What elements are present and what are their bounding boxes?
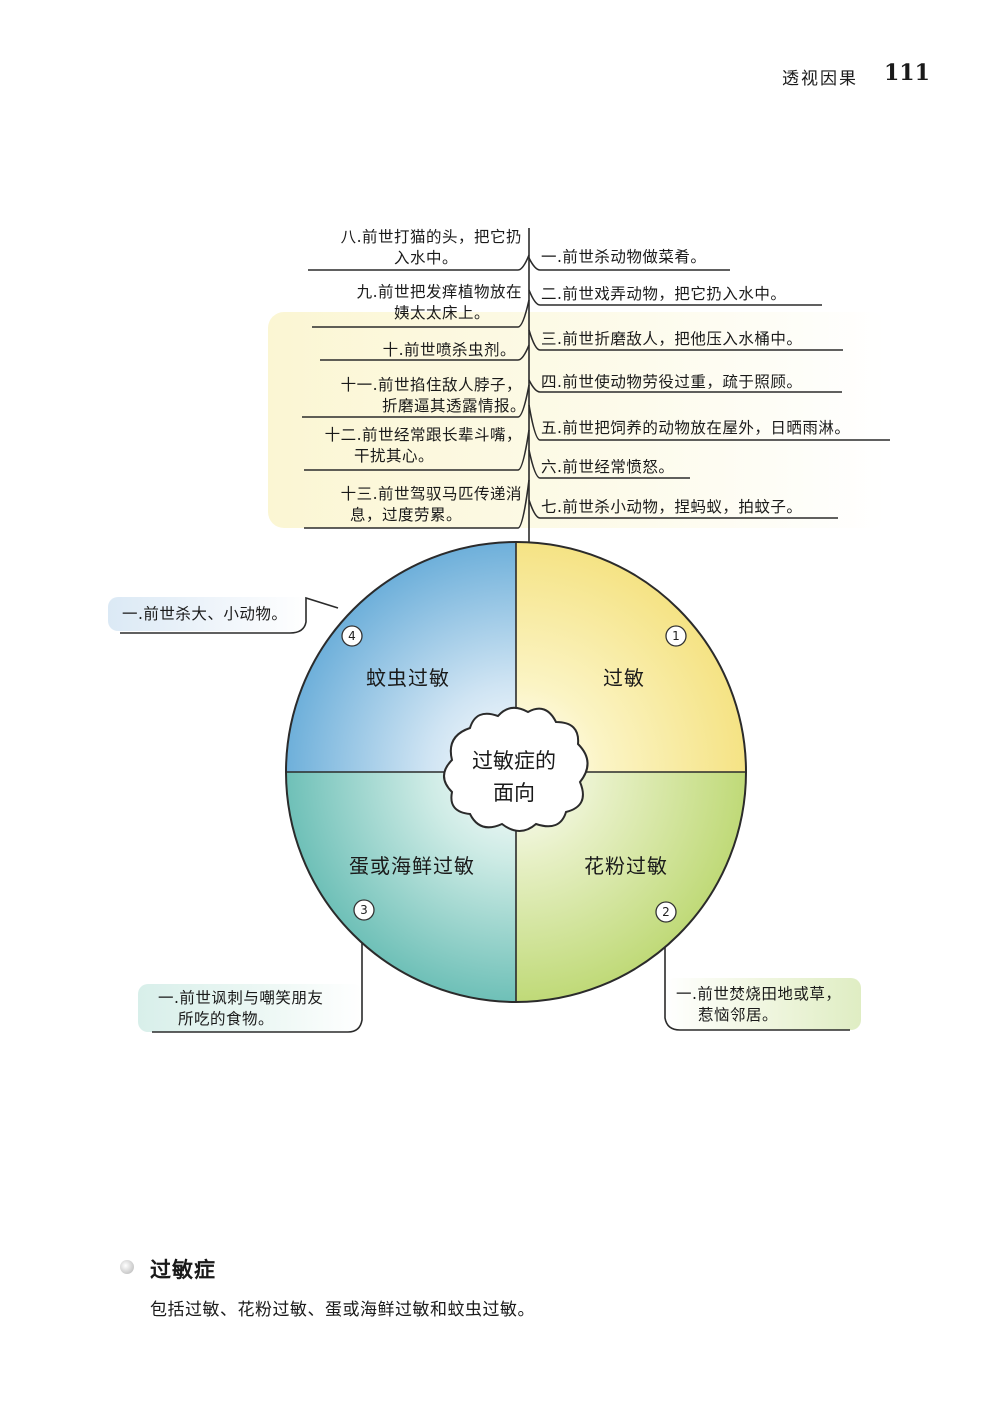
cause-left-13: 十三.前世驾驭马匹传递消 息，过度劳累。 <box>341 484 522 526</box>
cause-left-9: 九.前世把发痒植物放在 姨太太床上。 <box>357 282 522 324</box>
quadrant-1-sector <box>516 542 746 772</box>
quadrant-4-number: 4 <box>348 629 356 643</box>
cause-left-13-line1: 十三.前世驾驭马匹传递消 <box>340 485 522 503</box>
note-2-line1: 一.前世焚烧田地或草， <box>676 985 842 1003</box>
center-title-line1: 过敏症的 <box>472 749 556 773</box>
number-badges <box>341 625 687 923</box>
term-title: 过敏症 <box>150 1257 216 1282</box>
cause-right-2: 二.前世戏弄动物，把它扔入水中。 <box>541 285 787 303</box>
quadrant-3-label: 蛋或海鲜过敏 <box>349 854 475 878</box>
term-definition: 包括过敏、花粉过敏、蛋或海鲜过敏和蚊虫过敏。 <box>150 1300 535 1320</box>
cause-right-4: 四.前世使动物劳役过重，疏于照顾。 <box>541 373 803 391</box>
cause-left-12-line1: 十二.前世经常跟长辈斗嘴， <box>324 426 522 444</box>
page-number: 111 <box>884 60 930 86</box>
note-3-line1: 一.前世讽刺与嘲笑朋友 <box>158 989 324 1007</box>
quadrant-2-label: 花粉过敏 <box>584 854 668 878</box>
cause-right-6: 六.前世经常愤怒。 <box>541 458 675 476</box>
center-title-line2: 面向 <box>493 781 535 805</box>
cause-left-10: 十.前世喷杀虫剂。 <box>383 340 516 361</box>
cause-left-8-line1: 八.前世打猫的头，把它扔 <box>340 228 522 246</box>
connector-lines <box>120 228 890 1033</box>
center-cloud <box>443 706 589 832</box>
causes-panel-background <box>268 312 886 528</box>
quadrant-1-number: 1 <box>672 629 680 643</box>
note-2-line2: 惹恼邻居。 <box>698 1006 779 1024</box>
note-4-text: 一.前世杀大、小动物。 <box>122 605 288 623</box>
cause-right-3: 三.前世折磨敌人，把他压入水桶中。 <box>541 330 803 348</box>
cause-right-1: 一.前世杀动物做菜肴。 <box>541 248 707 266</box>
note-2-background <box>665 978 861 1030</box>
quadrant-4-label: 蚊虫过敏 <box>366 666 450 690</box>
cause-left-11: 十一.前世掐住敌人脖子， 折磨逼其透露情报。 <box>340 375 526 417</box>
cause-left-12: 十二.前世经常跟长辈斗嘴， 干扰其心。 <box>325 425 522 467</box>
quadrant-3-number: 3 <box>360 903 368 917</box>
quadrant-2-sector <box>516 772 746 1002</box>
quadrant-4-sector <box>286 542 516 772</box>
cause-left-9-line2: 姨太太床上。 <box>393 304 490 322</box>
cause-right-7: 七.前世杀小动物，捏蚂蚁，拍蚊子。 <box>541 498 803 516</box>
bullet-icon <box>120 1260 134 1274</box>
cause-left-8-line2: 入水中。 <box>393 249 458 267</box>
note-3-background <box>138 984 363 1032</box>
cause-left-9-line1: 九.前世把发痒植物放在 <box>356 283 522 301</box>
quadrant-3-sector <box>286 772 516 1002</box>
note-3-line2: 所吃的食物。 <box>178 1010 275 1028</box>
cause-left-11-line2: 折磨逼其透露情报。 <box>381 397 526 415</box>
quadrant-2-number: 2 <box>662 905 670 919</box>
cause-left-8: 八.前世打猫的头，把它扔 入水中。 <box>341 227 522 269</box>
quadrant-1-label: 过敏 <box>603 666 645 690</box>
cause-right-5: 五.前世把饲养的动物放在屋外，日晒雨淋。 <box>541 419 851 437</box>
note-2-text: 一.前世焚烧田地或草， 惹恼邻居。 <box>676 984 841 1026</box>
cause-left-11-line1: 十一.前世掐住敌人脖子， <box>340 376 522 394</box>
cause-left-12-line2: 干扰其心。 <box>353 447 434 465</box>
running-header-title: 透视因果 <box>782 69 858 89</box>
note-4-background <box>108 597 308 631</box>
cause-left-10-line1: 十.前世喷杀虫剂。 <box>382 341 516 359</box>
cause-left-13-line2: 息，过度劳累。 <box>349 506 462 524</box>
note-3-text: 一.前世讽刺与嘲笑朋友 所吃的食物。 <box>158 988 323 1030</box>
